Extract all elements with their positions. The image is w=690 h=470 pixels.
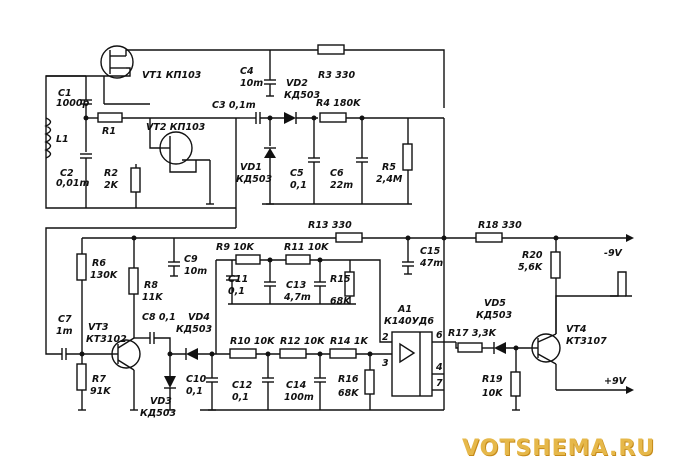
pin-7: 7 [436, 378, 443, 389]
c12-value: 0,1 [232, 392, 249, 403]
r1-label: R1 [102, 126, 116, 137]
r12-label: R12 10K [280, 336, 325, 347]
r20-label: R20 [522, 250, 543, 261]
vt4-value: КТ3107 [566, 336, 607, 347]
vt3-label: VT3 [88, 322, 109, 333]
vd2-label: VD2 [286, 78, 308, 89]
r6-value: 130K [90, 270, 118, 281]
c7-label: C7 [58, 314, 72, 325]
r17-label: R17 3,3K [448, 328, 497, 339]
r18-label: R18 330 [478, 220, 522, 231]
pin-2: 2 [382, 332, 389, 343]
c12-label: C12 [232, 380, 253, 391]
c13-value: 4,7m [283, 292, 311, 303]
c14-label: C14 [286, 380, 307, 391]
r8-label: R8 [144, 280, 158, 291]
pin-6: 6 [436, 330, 443, 341]
c10-label: C10 [186, 374, 207, 385]
r2-value: 2K [104, 180, 119, 191]
c11-value: 0,1 [228, 286, 245, 297]
c14-value: 100m [284, 392, 314, 403]
r11-label: R11 10K [284, 242, 329, 253]
c7-value: 1m [56, 326, 73, 337]
c2-label: C2 [60, 168, 74, 179]
c11-label: C11 [228, 274, 248, 285]
vd4-label: VD4 [188, 312, 210, 323]
vd3-label: VD3 [150, 396, 172, 407]
r14-label: R14 1K [330, 336, 368, 347]
a1-label: A1 [397, 304, 412, 315]
c3-label: C3 0,1m [212, 100, 256, 111]
c1-value: 1000р [56, 98, 89, 109]
r15-value: 68K [330, 296, 351, 307]
c5-value: 0,1 [290, 180, 307, 191]
r15-label: R15 [330, 274, 351, 285]
r16-label: R16 [338, 374, 359, 385]
vd3-value: КД503 [140, 408, 176, 419]
vd5-label: VD5 [484, 298, 506, 309]
vd5-value: КД503 [476, 310, 512, 321]
r8-value: 11K [142, 292, 163, 303]
component-labels: VT1 КП103 VT2 КП103 C1 1000р L1 C2 0,01m… [56, 66, 627, 419]
vt4-label: VT4 [566, 324, 587, 335]
r6-label: R6 [92, 258, 106, 269]
c2-value: 0,01m [56, 178, 89, 189]
r7-label: R7 [92, 374, 106, 385]
c5-label: C5 [290, 168, 304, 179]
r20-value: 5,6K [518, 262, 543, 273]
r4-label: R4 180K [316, 98, 361, 109]
c6-label: C6 [330, 168, 344, 179]
pin-3: 3 [382, 358, 389, 369]
c10-value: 0,1 [186, 386, 203, 397]
r16-value: 68K [338, 388, 359, 399]
r9-label: R9 10K [216, 242, 254, 253]
schematic-wiring [44, 44, 634, 411]
vd1-value: КД503 [236, 174, 272, 185]
c15-value: 47m [419, 258, 443, 269]
c4-label: C4 [240, 66, 254, 77]
site-watermark: VOTSHEMA.RU [462, 436, 656, 461]
r7-value: 91K [90, 386, 111, 397]
vt1-label: VT1 КП103 [142, 70, 202, 81]
c15-label: C15 [420, 246, 441, 257]
c9-value: 10m [184, 266, 207, 277]
r3-label: R3 330 [318, 70, 355, 81]
vd4-value: КД503 [176, 324, 212, 335]
c9-label: C9 [184, 254, 198, 265]
pin-4: 4 [435, 362, 443, 373]
vt3-value: КТ3102 [86, 334, 127, 345]
r5-label: R5 [382, 162, 396, 173]
c4-value: 10m [240, 78, 263, 89]
rail-pos-label: +9V [604, 376, 627, 387]
c6-value: 22m [330, 180, 353, 191]
r19-value: 10K [482, 388, 503, 399]
r19-label: R19 [482, 374, 503, 385]
vt2-label: VT2 КП103 [146, 122, 206, 133]
vd2-value: КД503 [284, 90, 320, 101]
r5-value: 2,4M [376, 174, 403, 185]
c13-label: C13 [286, 280, 307, 291]
c1-label: C1 [58, 88, 72, 99]
r10-label: R10 10K [230, 336, 275, 347]
l1-label: L1 [56, 134, 69, 145]
rail-neg-label: -9V [604, 248, 623, 259]
r2-label: R2 [104, 168, 118, 179]
vd1-label: VD1 [240, 162, 262, 173]
r13-label: R13 330 [308, 220, 352, 231]
c8-label: C8 0,1 [142, 312, 176, 323]
a1-value: К140УД6 [384, 316, 434, 327]
